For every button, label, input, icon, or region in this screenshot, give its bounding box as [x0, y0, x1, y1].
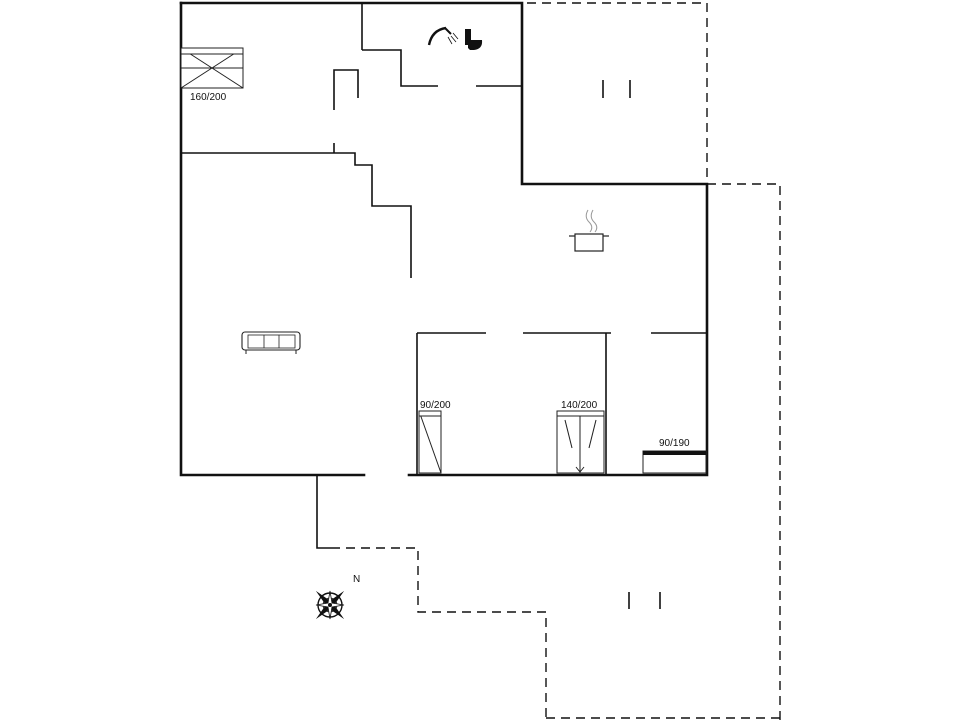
toilet-icon — [465, 29, 483, 50]
bed-label-140-200: 140/200 — [561, 400, 598, 411]
bed-label-90-200: 90/200 — [420, 400, 451, 411]
bed-90-200: 90/200 — [418, 400, 451, 474]
north-label: N — [353, 574, 360, 585]
sofa-icon — [241, 331, 301, 354]
bed-160-200: 160/200 — [180, 47, 244, 103]
bed-140-200: 140/200 — [556, 400, 605, 474]
terrace-marks — [602, 80, 661, 609]
cooking-pot-icon — [569, 209, 609, 252]
compass-rose-icon — [315, 590, 345, 620]
bed-label-90-190: 90/190 — [659, 438, 690, 449]
shower-icon — [427, 26, 459, 46]
interior-walls — [181, 3, 707, 549]
exterior-walls — [179, 1, 709, 477]
terraces — [331, 2, 781, 720]
bed-label-160-200: 160/200 — [190, 92, 227, 103]
bed-90-190: 90/190 — [642, 438, 707, 474]
